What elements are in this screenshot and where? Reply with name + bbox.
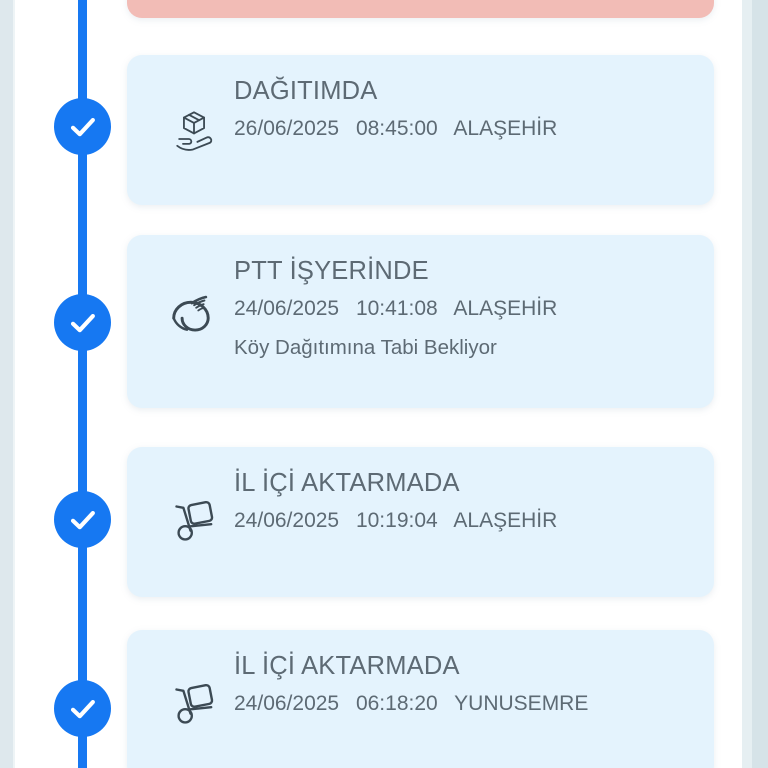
event-location: YUNUSEMRE [454, 691, 589, 715]
timeline-track [78, 0, 87, 768]
event-date: 26/06/2025 [234, 116, 340, 140]
right-scrollbar-gutter[interactable] [752, 0, 768, 768]
right-edge-gutter-inner [742, 0, 752, 768]
left-edge-gutter [0, 0, 13, 768]
event-time: 06:18:20 [355, 691, 438, 715]
card-content-alert [127, 0, 714, 18]
event-status-label: İL İÇİ AKTARMADA [234, 469, 460, 497]
package-in-hand-icon [167, 103, 221, 157]
tracking-event-card[interactable]: DAĞITIMDA 26/06/2025 08:45:00 ALAŞEHİR [127, 55, 714, 205]
ptt-posthorn-icon [167, 287, 221, 341]
event-meta-line: 24/06/2025 10:41:08 ALAŞEHİR [234, 297, 698, 321]
tracking-event-card[interactable]: İL İÇİ AKTARMADA 24/06/2025 10:19:04 ALA… [127, 447, 714, 597]
event-meta-line: 24/06/2025 06:18:20 YUNUSEMRE [234, 692, 698, 716]
event-meta-line: 26/06/2025 08:45:00 ALAŞEHİR [234, 117, 698, 141]
event-note: Köy Dağıtımına Tabi Bekliyor [234, 335, 497, 359]
event-status-label: DAĞITIMDA [234, 77, 378, 105]
event-time: 10:41:08 [355, 296, 438, 320]
timeline-node-2 [54, 294, 111, 351]
tracking-event-card-alert[interactable] [127, 0, 714, 18]
event-location: ALAŞEHİR [453, 296, 558, 320]
event-date: 24/06/2025 [234, 296, 340, 320]
hand-truck-icon [167, 676, 221, 730]
left-edge-divider [13, 0, 15, 768]
event-date: 24/06/2025 [234, 508, 340, 532]
event-time: 10:19:04 [355, 508, 438, 532]
hand-truck-icon [167, 493, 221, 547]
check-icon [67, 693, 99, 725]
tracking-timeline-screen: DAĞITIMDA 26/06/2025 08:45:00 ALAŞEHİR [15, 0, 742, 768]
event-time: 08:45:00 [355, 116, 438, 140]
check-icon [67, 504, 99, 536]
event-status-label: PTT İŞYERİNDE [234, 257, 429, 285]
event-location: ALAŞEHİR [453, 508, 558, 532]
tracking-event-card[interactable]: PTT İŞYERİNDE 24/06/2025 10:41:08 ALAŞEH… [127, 235, 714, 408]
event-meta-line: 24/06/2025 10:19:04 ALAŞEHİR [234, 509, 698, 533]
check-icon [67, 307, 99, 339]
event-location: ALAŞEHİR [453, 116, 558, 140]
tracking-event-card[interactable]: İL İÇİ AKTARMADA 24/06/2025 06:18:20 YUN… [127, 630, 714, 768]
event-status-label: İL İÇİ AKTARMADA [234, 652, 460, 680]
timeline-node-4 [54, 680, 111, 737]
timeline-node-1 [54, 98, 111, 155]
event-date: 24/06/2025 [234, 691, 340, 715]
check-icon [67, 111, 99, 143]
timeline-node-3 [54, 491, 111, 548]
